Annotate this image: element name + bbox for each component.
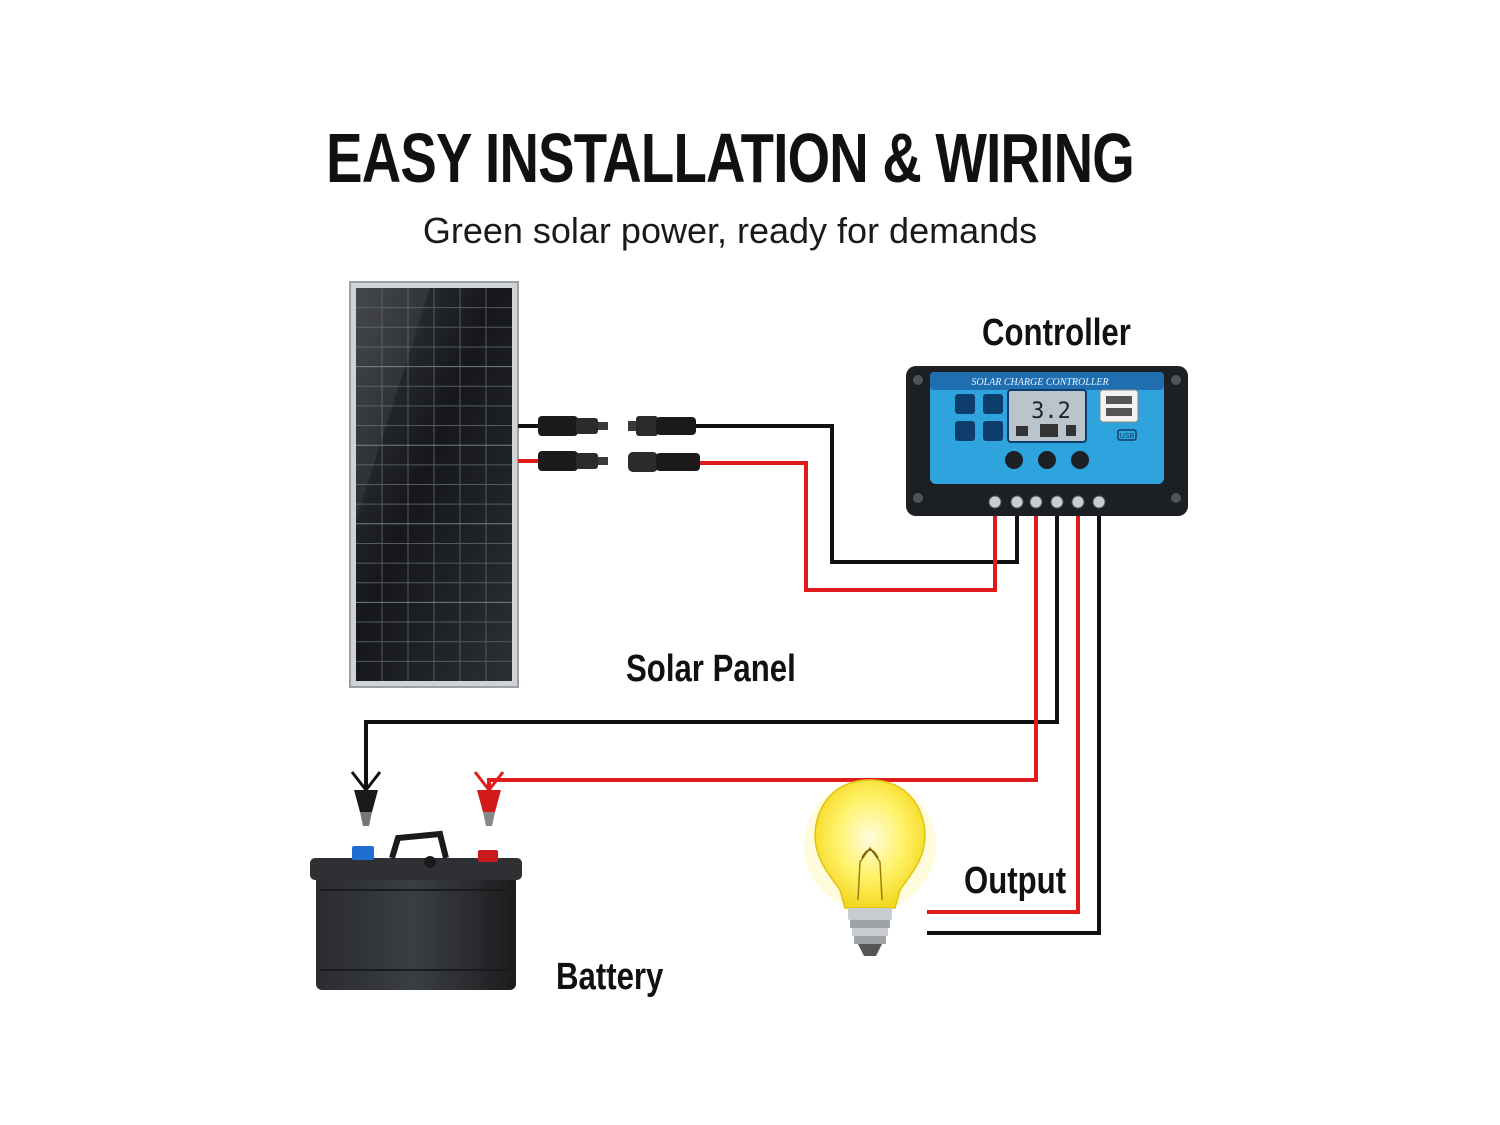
- controller-header-text: SOLAR CHARGE CONTROLLER: [971, 377, 1108, 388]
- solar-panel: [349, 281, 519, 688]
- controller-button-right: [1071, 451, 1089, 469]
- load-negative-wire: [927, 510, 1101, 935]
- output-label: Output: [964, 860, 1067, 902]
- load-positive-wire: [927, 510, 1080, 914]
- controller-terminal: [1092, 495, 1106, 509]
- controller-terminal: [1029, 495, 1043, 509]
- panel-positive-wire: [700, 461, 997, 592]
- controller-terminal: [1050, 495, 1064, 509]
- controller-button-middle: [1038, 451, 1056, 469]
- page-subtitle: Green solar power, ready for demands: [422, 210, 1038, 251]
- mc4-connectors: [518, 416, 700, 472]
- battery-label: Battery: [556, 956, 664, 998]
- battery: [310, 830, 522, 990]
- controller-terminal: [1010, 495, 1024, 509]
- usb-label: USB: [1120, 433, 1135, 440]
- light-bulb: [804, 779, 936, 956]
- controller-terminal: [1071, 495, 1085, 509]
- controller-button-left: [1005, 451, 1023, 469]
- battery-positive-clamp: [473, 771, 505, 826]
- battery-negative-clamp: [350, 771, 382, 826]
- charge-controller: SOLAR CHARGE CONTROLLER 3.2 USB: [906, 366, 1188, 516]
- controller-display: 3.2: [1031, 399, 1071, 424]
- panel-negative-wire: [696, 424, 1019, 564]
- solar-panel-label: Solar Panel: [626, 648, 796, 690]
- page-title: EASY INSTALLATION & WIRING: [326, 119, 1135, 197]
- battery-negative-wire: [364, 510, 1059, 800]
- controller-terminal: [988, 495, 1002, 509]
- controller-label: Controller: [982, 312, 1131, 354]
